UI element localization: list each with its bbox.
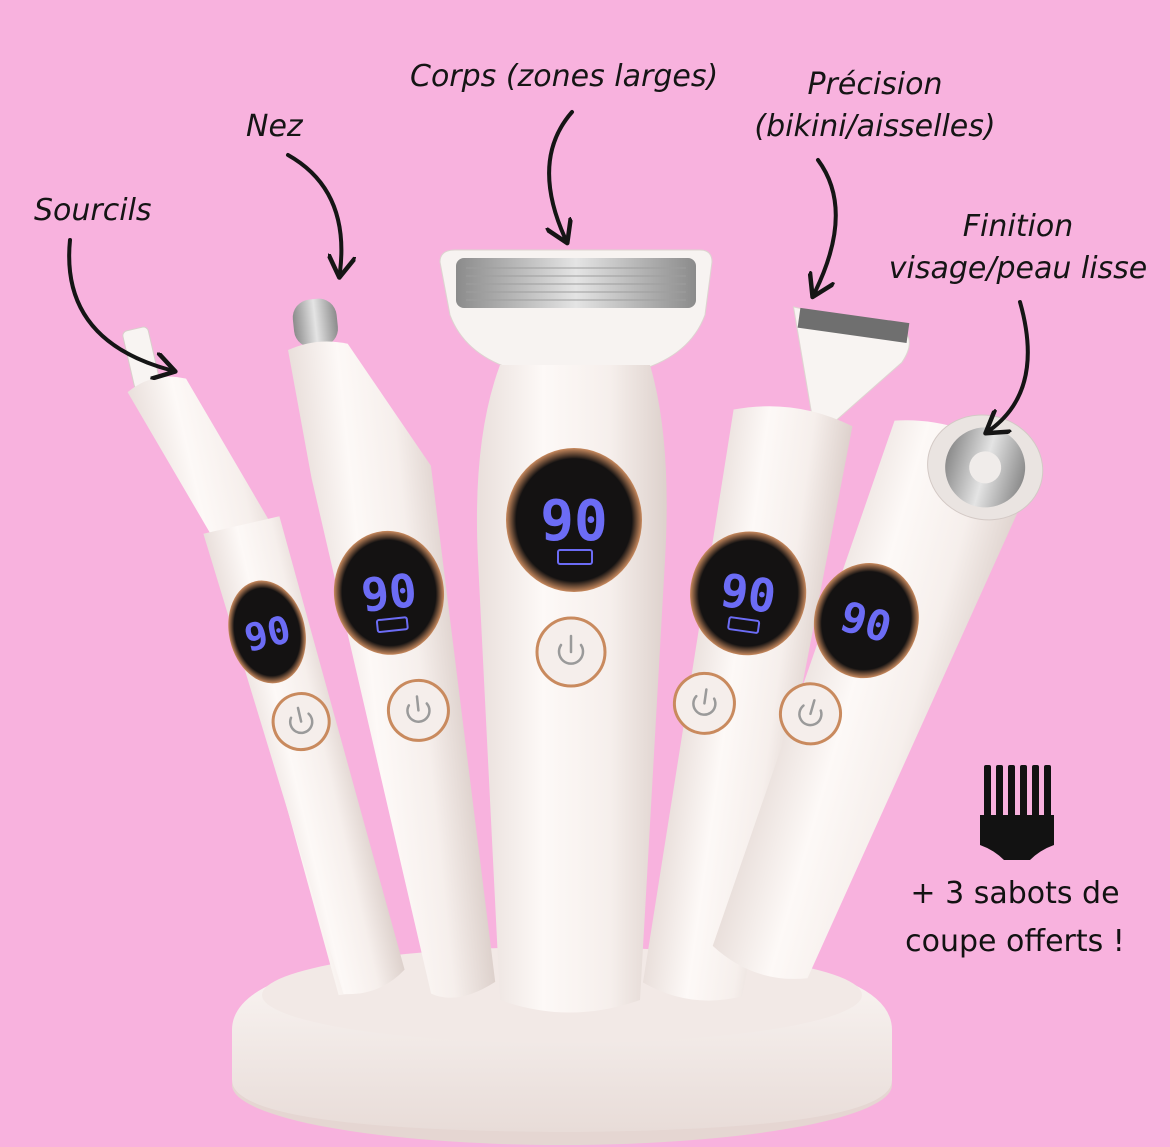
label-nez: Nez (246, 109, 303, 144)
offer-line1: + 3 sabots de (910, 876, 1120, 911)
arrow-icon (990, 300, 1030, 430)
offer-line2: coupe offerts ! (905, 924, 1125, 959)
display-digits: 90 (240, 607, 294, 660)
arrow-icon (67, 238, 170, 370)
arrow-icon (549, 110, 574, 238)
power-icon (406, 695, 431, 723)
device-corps: 90 (439, 249, 713, 1013)
power-icon (557, 634, 585, 665)
power-icon (692, 688, 717, 716)
label-finition-line2: visage/peau lisse (888, 251, 1148, 286)
display-finition (813, 563, 919, 679)
display-sourcils (228, 580, 306, 684)
display-digits: 90 (359, 563, 420, 622)
label-precision-line2: (bikini/aisselles) (754, 109, 996, 144)
power-icon (289, 706, 314, 735)
label-finition: Finition visage/peau lisse (878, 206, 1158, 290)
comb-icon (980, 765, 1054, 860)
display-digits: 90 (717, 563, 779, 624)
arrow-icon (286, 153, 341, 272)
arrow-icon (815, 158, 838, 292)
display-digits: 90 (540, 489, 607, 554)
offer-text: + 3 sabots de coupe offerts ! (880, 870, 1150, 966)
power-icon (798, 699, 823, 727)
label-precision-line1: Précision (807, 67, 943, 102)
display-precision (690, 531, 807, 656)
display-nez (333, 530, 445, 655)
label-finition-line1: Finition (962, 209, 1074, 244)
device-precision: 90 (642, 306, 910, 1001)
device-nez: 90 (288, 298, 496, 998)
display-corps (506, 448, 642, 592)
label-corps: Corps (zones larges) (410, 59, 719, 94)
label-precision: Précision (bikini/aisselles) (730, 64, 1020, 148)
label-sourcils: Sourcils (34, 193, 152, 228)
device-finition: 90 (712, 414, 1044, 979)
